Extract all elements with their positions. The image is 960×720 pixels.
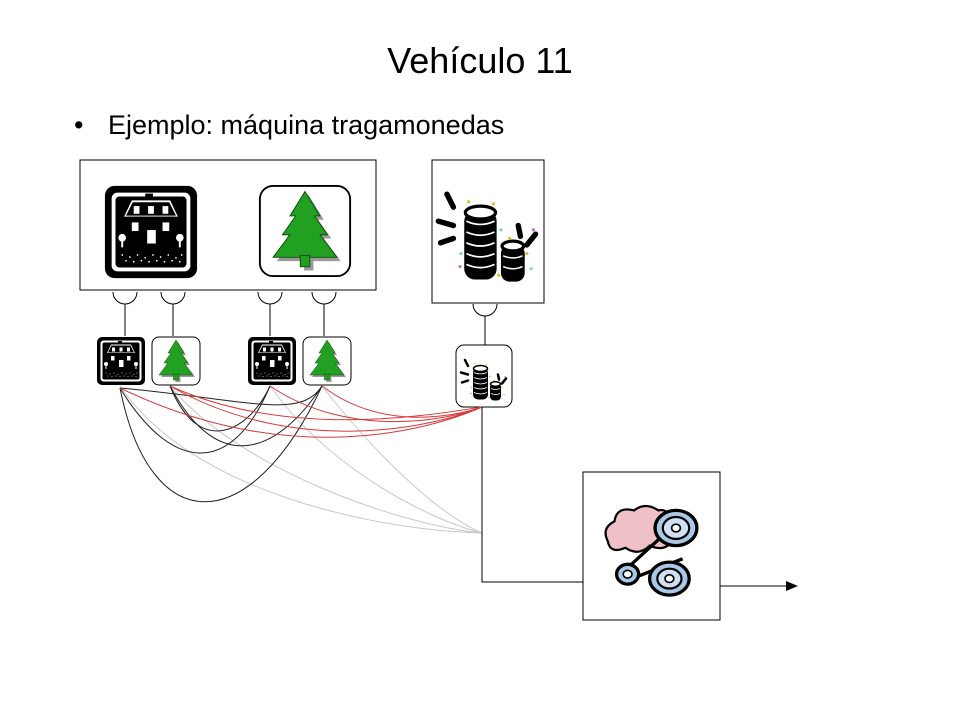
tree-icon [151, 336, 201, 386]
slide-title: Vehículo 11 [387, 40, 573, 81]
bullet-item: • Ejemplo: máquina tragamonedas [74, 110, 504, 141]
output-line [481, 407, 583, 583]
tree-icon [258, 184, 352, 278]
house-icon [97, 337, 145, 385]
house-icon [104, 185, 198, 279]
house-icon [248, 337, 296, 385]
bullet-dot: • [74, 110, 84, 140]
tree-icon [302, 336, 352, 386]
receptor-cups [112, 291, 498, 345]
bullet-text: Ejemplo: máquina tragamonedas [108, 110, 505, 140]
connection-wires [119, 385, 483, 534]
arrowhead-icon [786, 581, 798, 591]
